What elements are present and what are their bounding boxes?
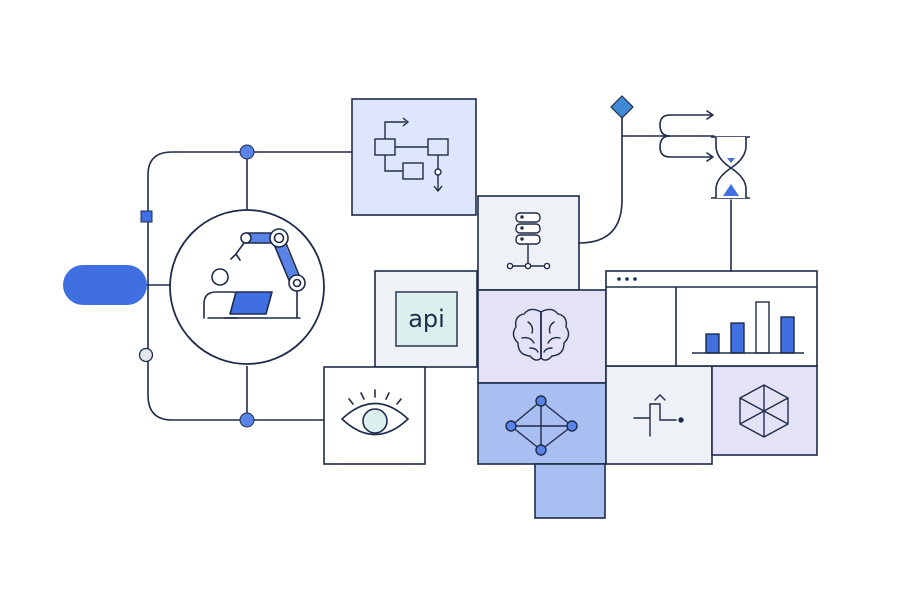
bottom-accent-block: [534, 463, 606, 519]
dashboard-window: [605, 270, 818, 367]
hub-connectors: [146, 151, 352, 421]
database-icon: [506, 212, 551, 270]
loop-circle-marker: [138, 347, 154, 363]
trend-arrow-icon: [633, 394, 684, 437]
person-laptop-icon: [203, 268, 301, 319]
flowchart-tile: [351, 98, 477, 216]
database-tile: [477, 195, 580, 291]
hexagon-icon: [739, 384, 789, 438]
api-label: api: [408, 305, 445, 333]
window-dots: [617, 277, 637, 281]
diamond-marker-icon: [610, 95, 634, 119]
api-icon: [395, 291, 458, 347]
bottom-node-dot: [239, 412, 255, 428]
brain-tile: [477, 289, 607, 384]
api-tile: api: [374, 270, 478, 368]
top-node-dot: [239, 144, 255, 160]
trend-tile: [605, 365, 713, 465]
network-graph-icon: [505, 395, 578, 456]
network-tile: [477, 382, 607, 465]
eye-icon: [340, 389, 410, 436]
routing-arrows-icon: [659, 110, 714, 162]
flowchart-icon: [374, 117, 449, 193]
hourglass-icon: [711, 136, 750, 199]
hexagon-tile: [711, 365, 818, 456]
eye-tile: [323, 366, 426, 465]
robot-arm-icon: [230, 228, 306, 319]
start-pill: [63, 265, 147, 305]
brain-icon: [512, 308, 570, 361]
loop-square-marker: [140, 210, 153, 223]
bar-chart-icon: [692, 301, 804, 354]
top-right-connectors: [578, 113, 732, 272]
